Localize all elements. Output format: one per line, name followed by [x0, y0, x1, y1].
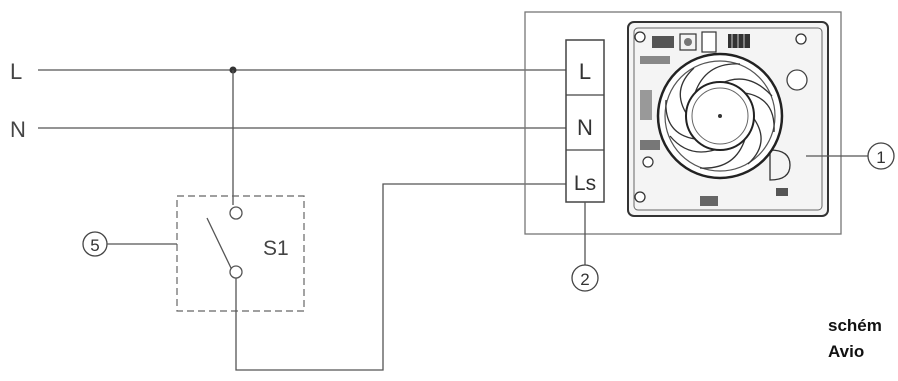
switch-contact-bottom	[229, 265, 243, 279]
caption-line-2: Avio	[828, 342, 865, 361]
callout-2-circle	[571, 264, 599, 292]
mounting-hole	[786, 69, 808, 91]
terminal-n-label: N	[577, 115, 593, 140]
screw-icon	[634, 31, 646, 43]
callout-2-label: 2	[580, 270, 589, 289]
switch-lever	[206, 217, 232, 269]
switched-live-wire	[235, 183, 566, 371]
fan-module	[627, 21, 829, 217]
callout-5-label: 5	[90, 236, 99, 255]
caption-line-1: schém	[828, 316, 882, 335]
screw-icon	[795, 33, 807, 45]
callout-1-label: 1	[876, 148, 885, 167]
switch-label: S1	[263, 237, 289, 260]
callout-1-circle	[867, 142, 895, 170]
terminal-block	[565, 39, 605, 203]
screw-icon	[634, 191, 646, 203]
terminal-ls-label: Ls	[574, 172, 596, 195]
terminal-l-label: L	[579, 59, 591, 84]
line-label-l: L	[10, 59, 22, 84]
fan-housing	[524, 11, 842, 235]
switch-contact-top	[229, 206, 243, 220]
line-label-n: N	[10, 117, 26, 142]
